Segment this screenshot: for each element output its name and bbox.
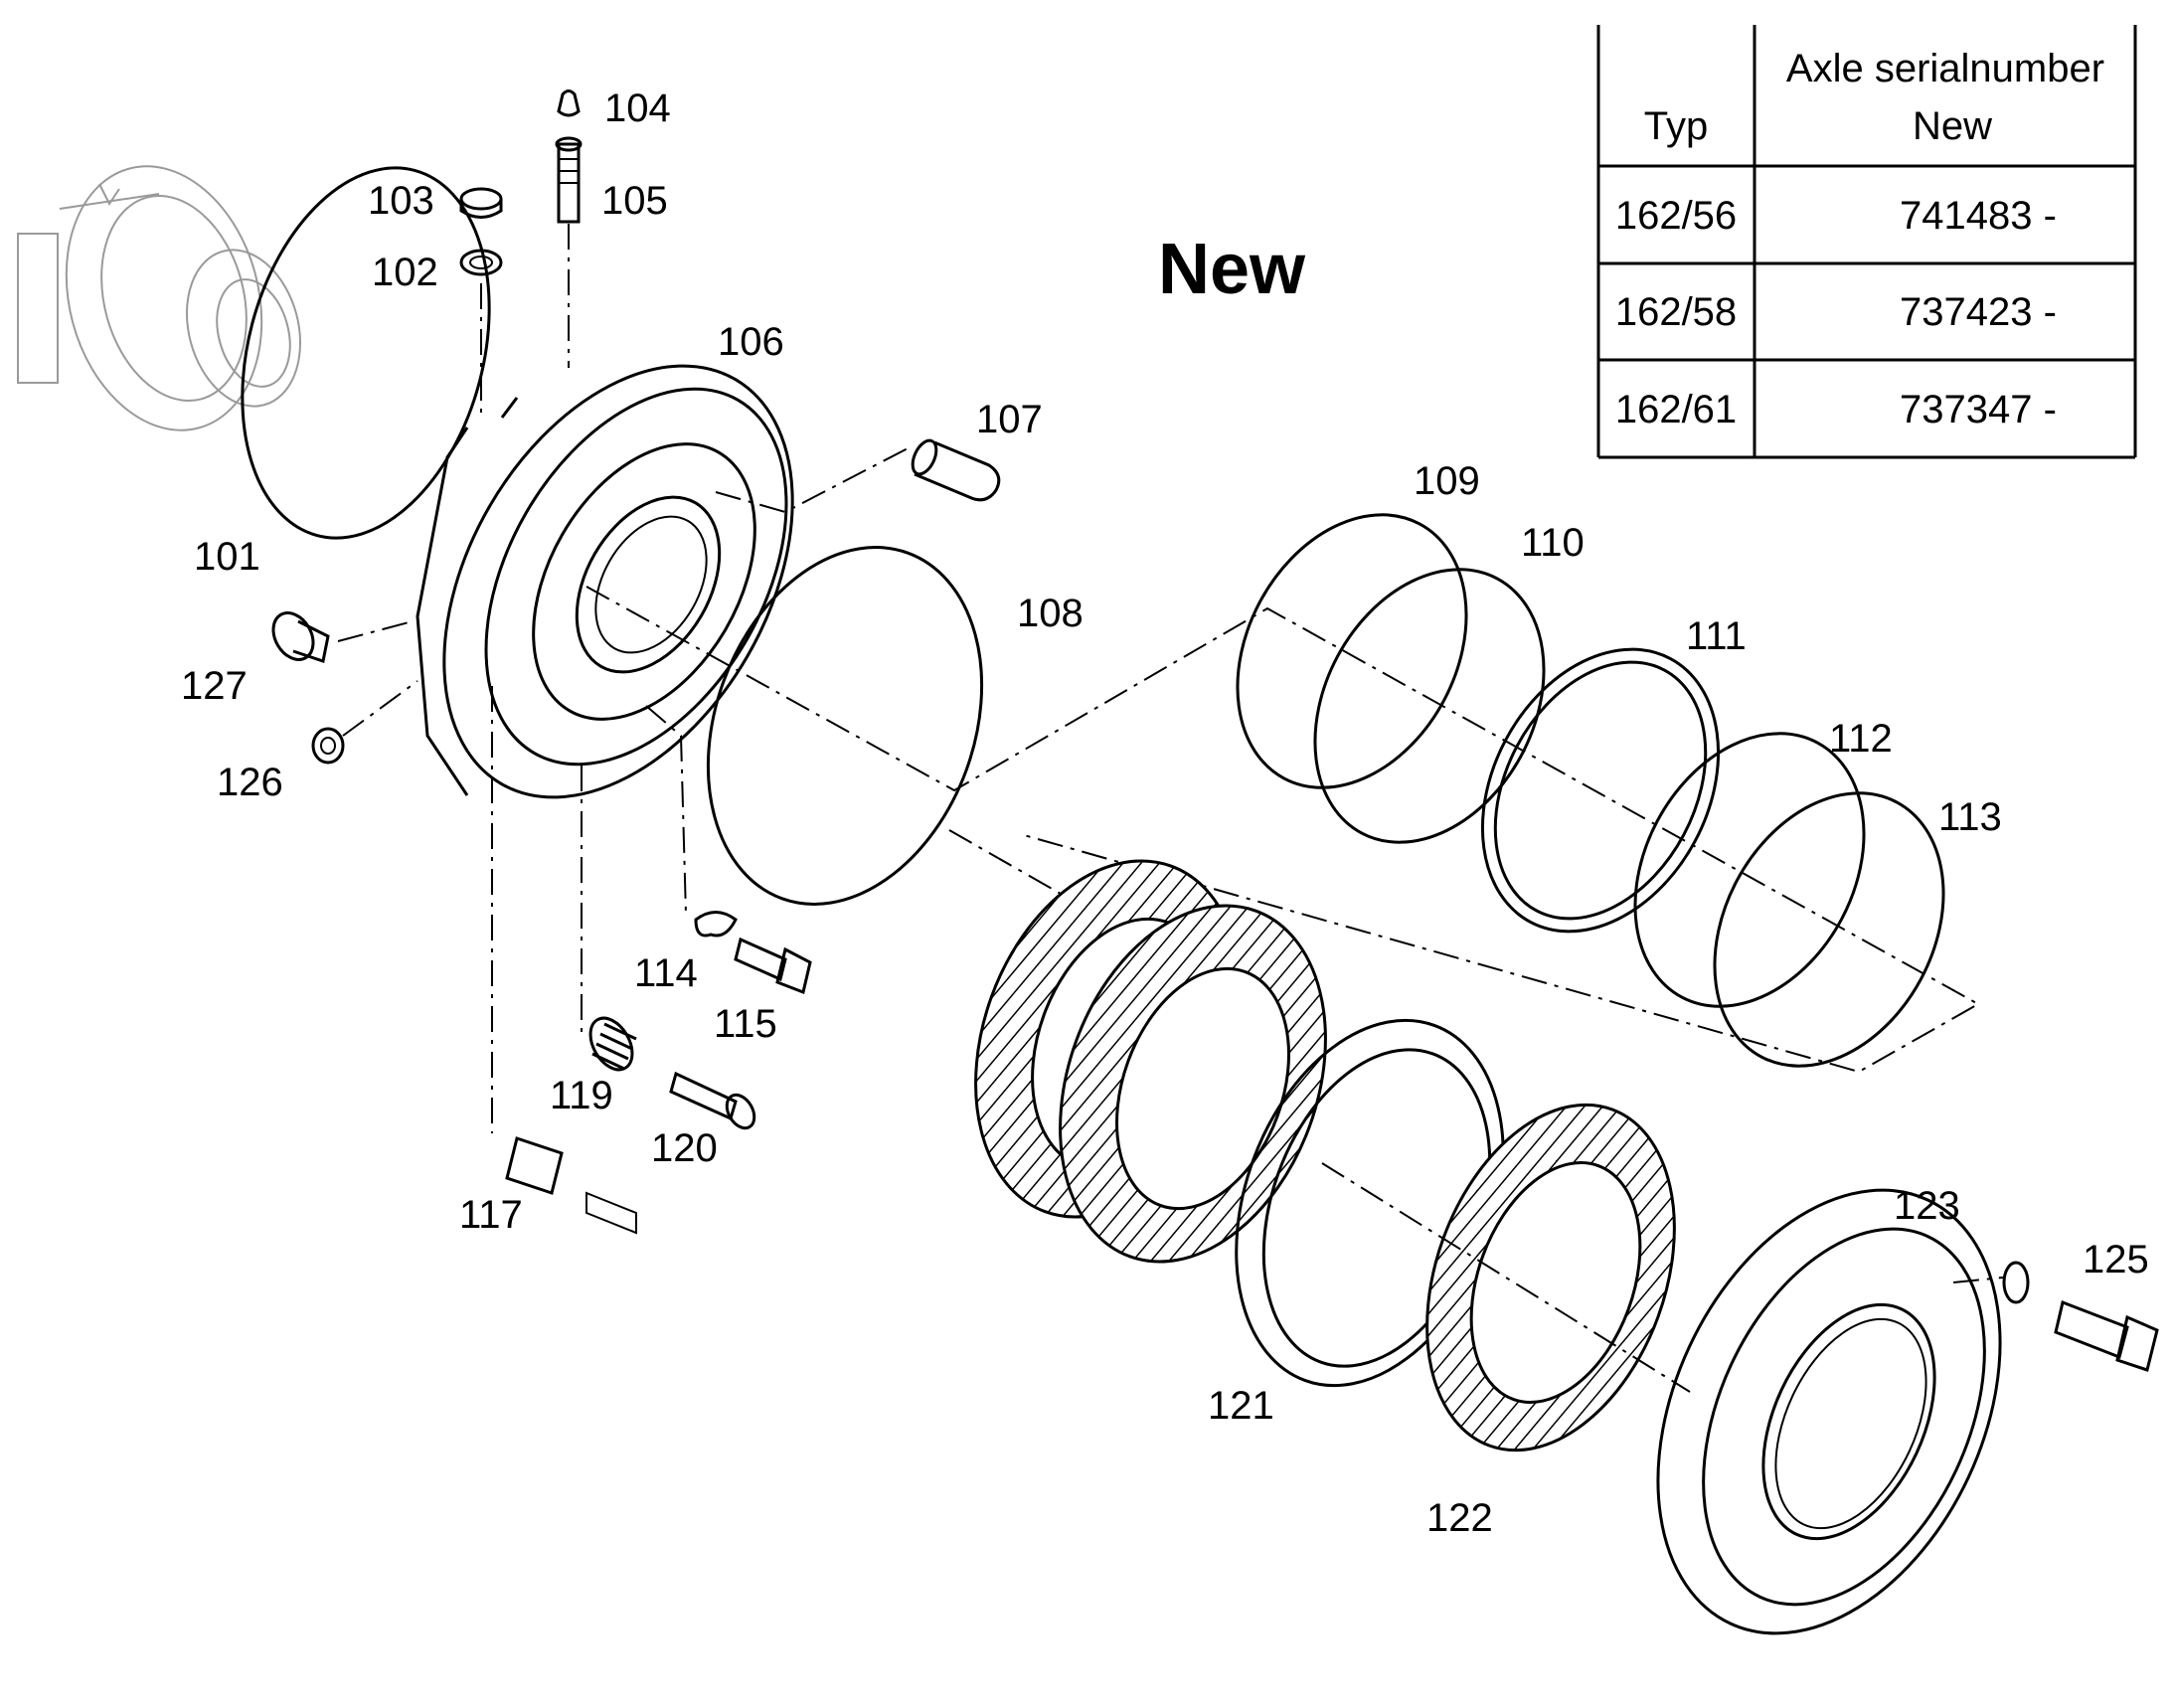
table-cell-serial: 737347 - [1900, 388, 2057, 431]
page-title: New [1158, 230, 1306, 309]
part-127-fitting [271, 611, 330, 663]
part-123-pressure-plate [1656, 1188, 2002, 1635]
label-101: 101 [194, 535, 260, 579]
serial-number-table: Typ Axle serialnumber New 162/56 741483 … [1596, 25, 2137, 459]
part-104-cap [557, 89, 581, 117]
part-111-piston [1480, 647, 1721, 934]
axis-line [337, 620, 414, 642]
axis-line [645, 705, 687, 916]
table-cell-serial: 741483 - [1900, 194, 2057, 238]
part-109-ring [1236, 513, 1468, 789]
part-125-bolt [2002, 1261, 2159, 1372]
part-106-brake-housing [416, 364, 794, 799]
table-cell-typ: 162/58 [1615, 290, 1737, 334]
label-109: 109 [1414, 459, 1480, 503]
part-122-friction-disc [1425, 1103, 1676, 1452]
table-header-serial: Axle serialnumber [1786, 47, 2104, 90]
label-117: 117 [459, 1193, 523, 1237]
label-127: 127 [181, 664, 248, 708]
part-113-ring [1713, 791, 1945, 1068]
label-115: 115 [714, 1002, 777, 1046]
part-115-bolt [734, 937, 812, 995]
label-123: 123 [1894, 1184, 1960, 1228]
part-105-bleeder-screw [555, 136, 583, 224]
label-120: 120 [651, 1126, 718, 1170]
label-125: 125 [2083, 1238, 2149, 1281]
label-114: 114 [634, 951, 698, 995]
label-108: 108 [1017, 592, 1084, 635]
part-labels: 101 102 103 104 105 106 107 108 109 110 … [181, 86, 2149, 1540]
part-102-washer [459, 249, 503, 276]
table-header-typ: Typ [1644, 104, 1708, 148]
part-103-plug [459, 187, 503, 219]
table-cell-typ: 162/56 [1615, 194, 1737, 238]
axis-line [715, 446, 911, 514]
label-106: 106 [718, 320, 784, 364]
axis-line [1952, 1277, 2004, 1283]
label-113: 113 [1938, 795, 2002, 839]
axle-hub-reference [17, 165, 302, 431]
part-108-seal-ring [706, 546, 984, 906]
part-110-ring [1313, 568, 1546, 844]
part-126-plug [311, 727, 345, 765]
label-105: 105 [601, 179, 668, 223]
part-112-ring [1633, 732, 1866, 1008]
part-117-sleeve [505, 1136, 637, 1235]
label-102: 102 [372, 251, 438, 294]
table-cell-typ: 162/61 [1615, 388, 1737, 431]
part-114-lock-plate [694, 911, 738, 938]
friction-disc-pack [974, 859, 1327, 1264]
label-119: 119 [550, 1074, 613, 1117]
part-107-pin [911, 438, 1001, 502]
label-110: 110 [1521, 521, 1585, 565]
label-111: 111 [1686, 614, 1747, 658]
part-120-pin [669, 1071, 756, 1130]
table-cell-serial: 737423 - [1900, 290, 2057, 334]
label-126: 126 [217, 761, 283, 804]
part-101-o-ring [241, 166, 491, 540]
label-121: 121 [1208, 1384, 1274, 1428]
label-122: 122 [1426, 1496, 1493, 1540]
axis-line [342, 680, 418, 737]
label-104: 104 [604, 86, 671, 130]
axis-line [585, 586, 1981, 1074]
table-header-serial-new: New [1913, 104, 1992, 148]
label-107: 107 [976, 398, 1043, 441]
part-119-spring [588, 1016, 637, 1072]
label-112: 112 [1829, 717, 1893, 761]
label-103: 103 [368, 179, 434, 223]
